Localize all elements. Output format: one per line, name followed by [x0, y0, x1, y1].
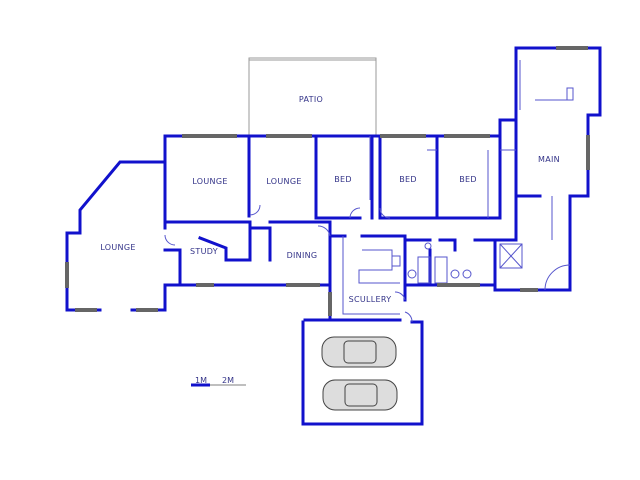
room-label-scullery: SCULLERY: [349, 295, 392, 304]
scale-bar: 1M 2M: [191, 376, 246, 387]
room-label-lounge-2: LOUNGE: [266, 177, 301, 186]
car-2: [322, 379, 398, 411]
walls: [65, 46, 602, 426]
room-label-bed-3: BED: [459, 175, 477, 184]
scale-label-1m: 1M: [195, 376, 207, 385]
room-label-study: STUDY: [190, 247, 218, 256]
room-label-main: MAIN: [538, 155, 560, 164]
room-label-lounge-1: LOUNGE: [192, 177, 227, 186]
room-label-lounge-left: LOUNGE: [100, 243, 135, 252]
patio-outline: [248, 57, 377, 136]
scale-label-2m: 2M: [222, 376, 234, 385]
room-label-patio: PATIO: [299, 95, 323, 104]
room-label-bed-2: BED: [399, 175, 417, 184]
fixtures: [164, 60, 574, 323]
windows: [65, 46, 590, 316]
room-label-dining: DINING: [287, 251, 318, 260]
room-label-bed-1: BED: [334, 175, 352, 184]
car-1: [321, 336, 397, 368]
